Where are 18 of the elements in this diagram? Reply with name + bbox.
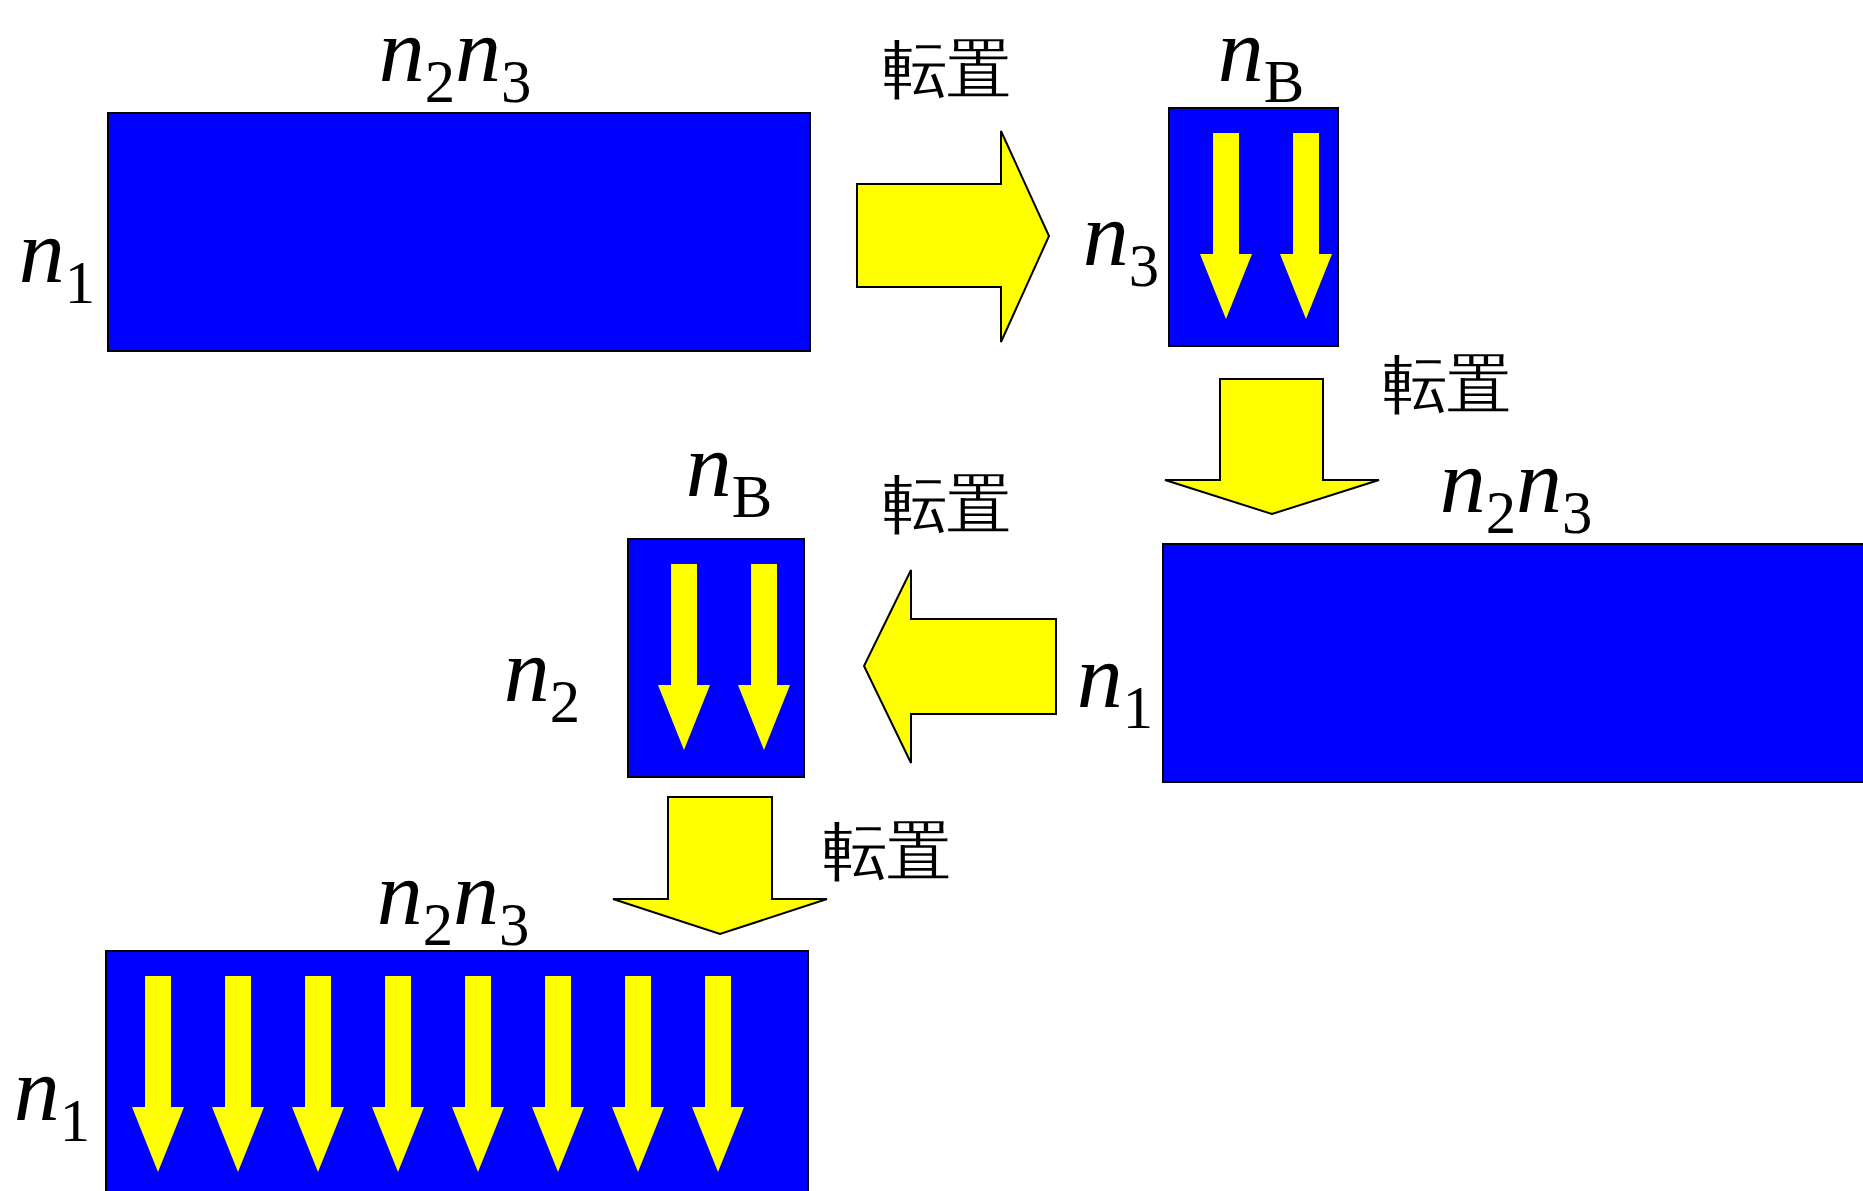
block-arrow — [856, 130, 1051, 343]
edge-label: 転置 — [883, 37, 1011, 101]
block-arrow — [862, 569, 1057, 764]
dimension-label: n$_{B}$ — [1217, 3, 1305, 113]
dimension-label: n$_{1}$ — [18, 204, 96, 314]
block-arrow — [612, 796, 828, 936]
dimension-label: n$_{2}$n$_{3}$ — [376, 846, 530, 956]
dimension-label: n$_{1}$ — [1076, 629, 1154, 739]
dimension-label: n$_{2}$ — [503, 623, 581, 733]
edge-label: 転置 — [883, 472, 1011, 536]
edge-label: 転置 — [823, 819, 951, 883]
block-arrow — [1164, 378, 1380, 516]
edge-label: 転置 — [1383, 352, 1511, 416]
dimension-label: n$_{2}$n$_{3}$ — [378, 3, 532, 113]
dimension-label: n$_{3}$ — [1082, 187, 1160, 297]
dimension-label: n$_{1}$ — [13, 1042, 91, 1152]
dimension-label: n$_{2}$n$_{3}$ — [1439, 434, 1593, 544]
dimension-label: n$_{B}$ — [685, 418, 773, 528]
